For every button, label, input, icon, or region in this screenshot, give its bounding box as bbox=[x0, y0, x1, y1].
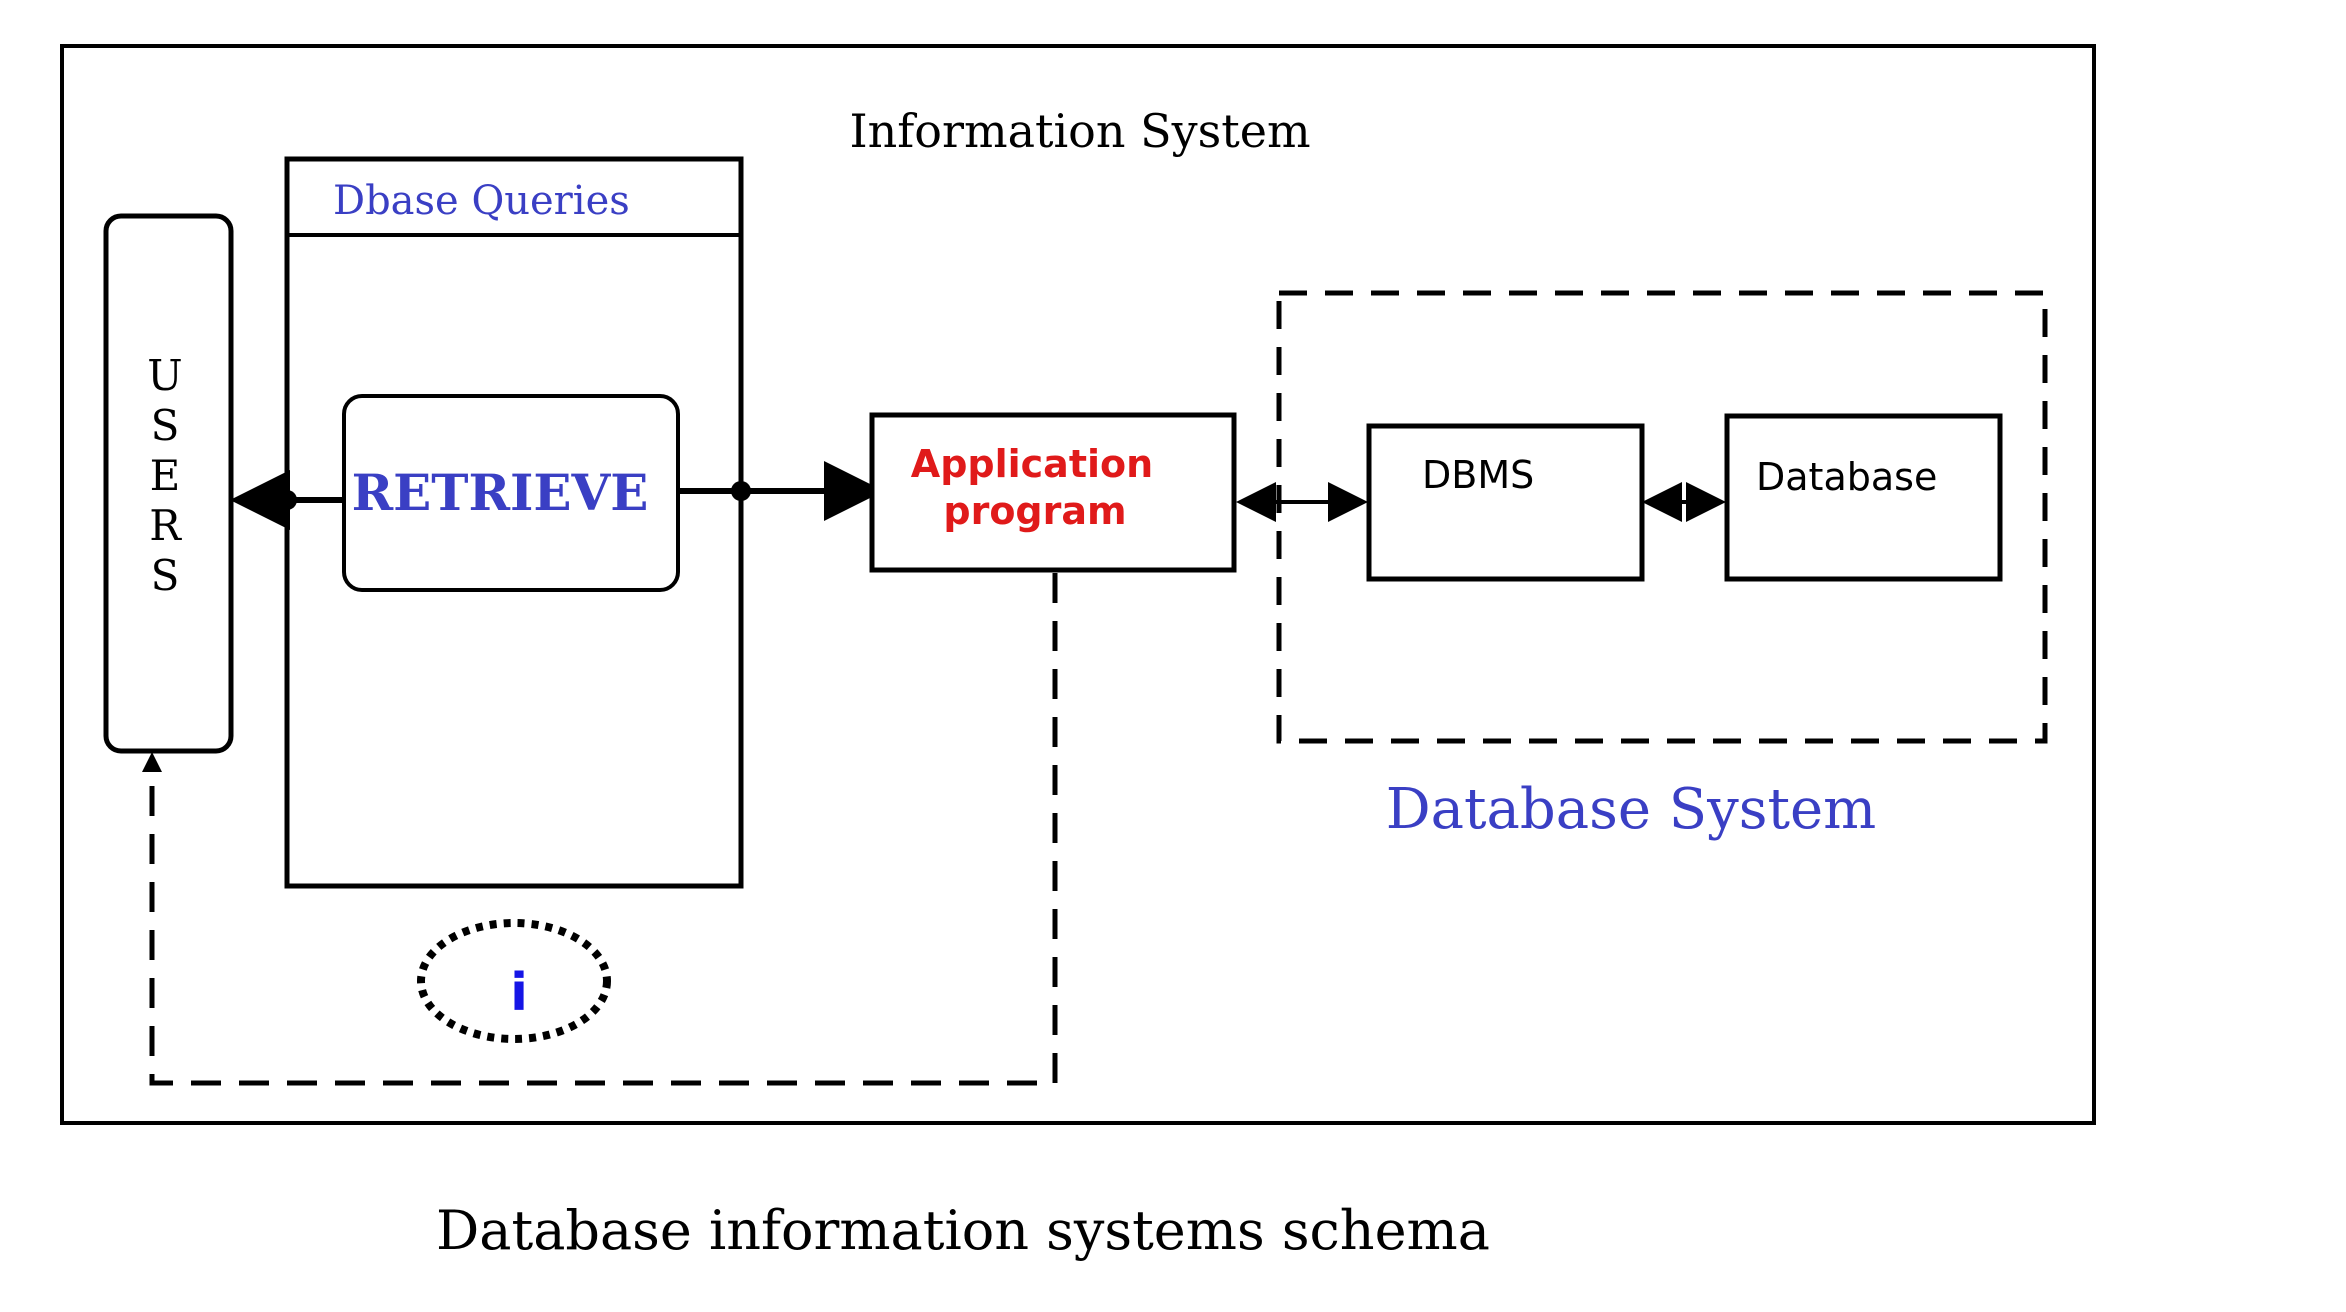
users-letter: S bbox=[151, 401, 180, 450]
database-box bbox=[1724, 413, 2003, 582]
users-letter: R bbox=[149, 501, 182, 550]
retrieve-label: RETRIEVE bbox=[352, 463, 649, 522]
retrieve-box bbox=[342, 394, 680, 592]
diagram-title: Information System bbox=[849, 104, 1310, 158]
users-letter: U bbox=[147, 351, 182, 400]
junction-dot-right bbox=[731, 481, 751, 501]
info-marker-outline bbox=[417, 919, 611, 1043]
dbms-box bbox=[1366, 423, 1645, 582]
application-program-box bbox=[869, 412, 1237, 573]
junction-dot-left bbox=[277, 490, 297, 510]
users-label: U S E R S bbox=[147, 351, 182, 600]
database-label: Database bbox=[1756, 455, 1937, 499]
feedback-arrowhead bbox=[142, 752, 162, 772]
feedback-dashed-path bbox=[149, 573, 1058, 1086]
info-icon: i bbox=[510, 963, 528, 1023]
database-system-label: Database System bbox=[1386, 777, 1877, 842]
dbms-label: DBMS bbox=[1422, 453, 1534, 497]
application-program-label-line1: Application bbox=[911, 442, 1153, 486]
users-letter: S bbox=[151, 551, 180, 600]
database-system-frame bbox=[1276, 290, 2048, 744]
dbase-queries-title: Dbase Queries bbox=[333, 178, 630, 224]
users-letter: E bbox=[150, 451, 181, 500]
diagram-caption: Database information systems schema bbox=[436, 1199, 1490, 1262]
information-system-frame bbox=[60, 44, 2096, 1125]
application-program-label-line2: program bbox=[943, 489, 1126, 533]
